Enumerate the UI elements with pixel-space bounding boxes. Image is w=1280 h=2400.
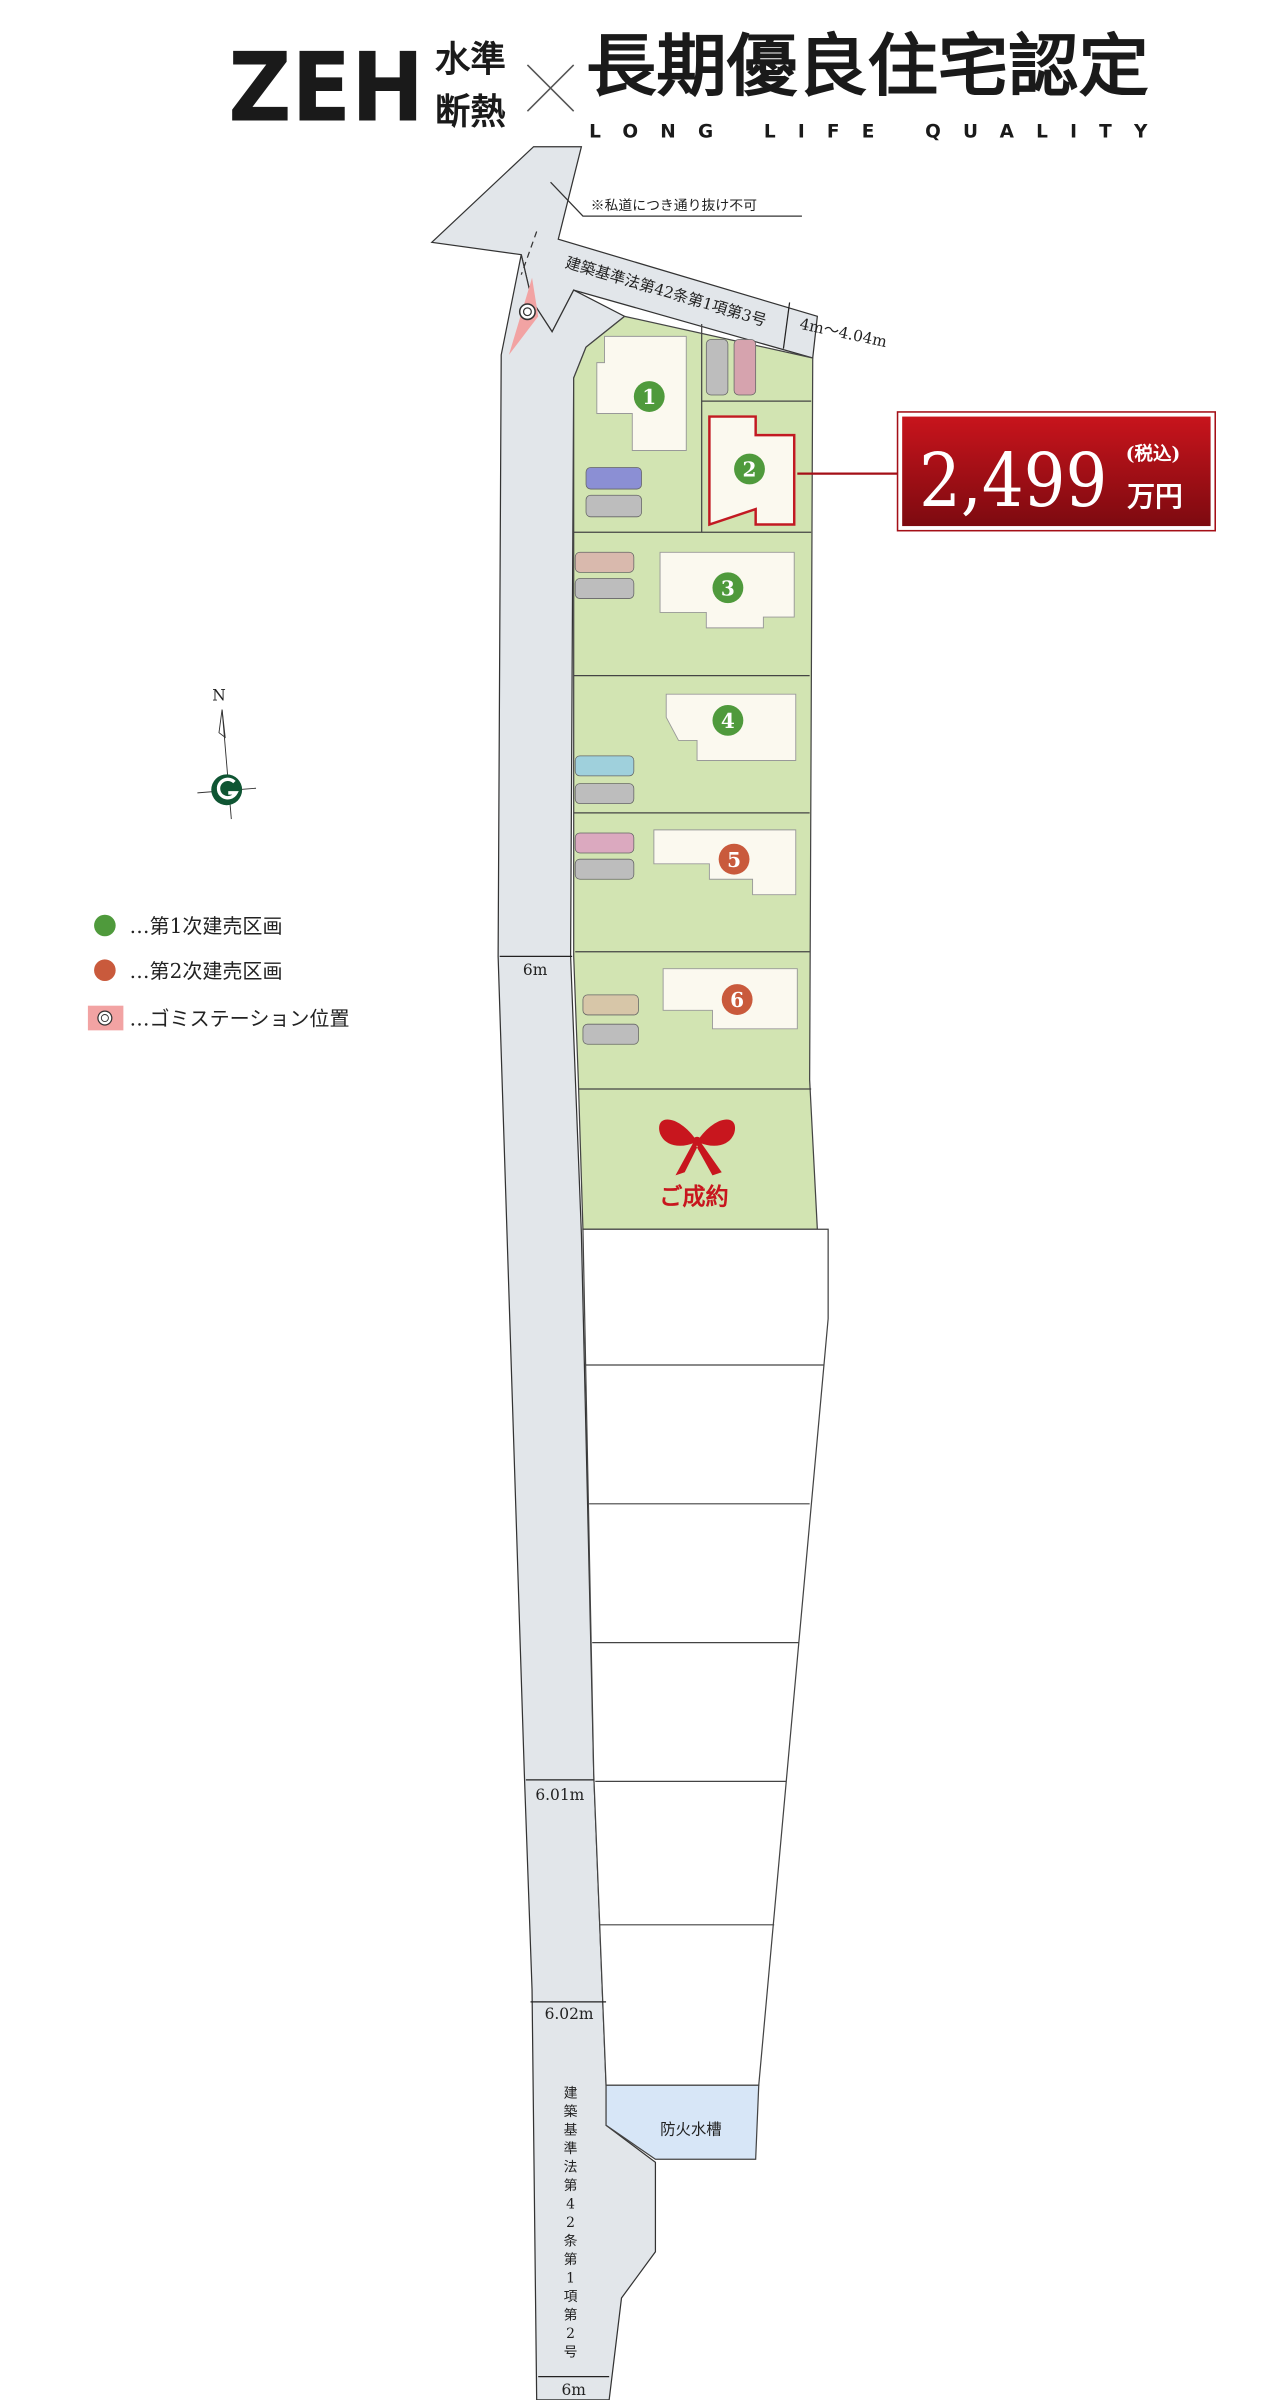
garbage-station-icon-inner: [522, 307, 532, 317]
header-subtitle: LONG LIFE QUALITY: [589, 121, 1148, 142]
west-road-char: 第: [564, 2251, 578, 2268]
car: [582, 1023, 639, 1045]
car: [585, 494, 642, 518]
lot-2[interactable]: 2: [734, 453, 765, 485]
zeh-sub-1: 水準: [435, 39, 506, 80]
note-leader-line: [550, 181, 802, 217]
legend-garbage-circle: [97, 1010, 113, 1026]
road-width-1: 6m: [523, 961, 548, 979]
garbage-station-icon: [518, 303, 536, 321]
header-title: 長期優良住宅認定: [586, 28, 1149, 107]
lot-number: 5: [727, 848, 741, 872]
lot-1[interactable]: 1: [633, 381, 665, 412]
legend-phase2: …第2次建売区画: [130, 959, 283, 983]
sold-label: ご成約: [659, 1184, 728, 1211]
west-road-char: 2: [566, 2215, 575, 2231]
car: [582, 994, 639, 1016]
car: [574, 858, 635, 880]
lot-5[interactable]: 5: [718, 843, 750, 875]
west-road-char: 4: [566, 2197, 575, 2213]
lot-number: 3: [721, 576, 735, 600]
car: [585, 467, 642, 490]
future-lot-dividers: [586, 1364, 824, 1926]
car: [705, 339, 729, 396]
lot-number: 1: [642, 385, 656, 409]
road-width-4: 6m: [561, 2381, 586, 2399]
car: [574, 755, 635, 777]
compass-icon: N: [197, 686, 257, 820]
west-road-label: 建 築 基 準 法 第 4 2 条 第 1 項 第 2 号: [564, 2086, 578, 2361]
legend-garbage-circle-inner: [100, 1014, 109, 1023]
west-road-char: 準: [564, 2141, 578, 2157]
legend-phase1-dot: [94, 914, 116, 937]
west-road-char: 1: [566, 2271, 575, 2287]
legend: …第1次建売区画 …第2次建売区画 …ゴミステーション位置: [87, 914, 350, 1031]
lot-number: 2: [743, 458, 757, 482]
future-lots: [582, 1228, 829, 2086]
west-road-char: 号: [564, 2345, 578, 2361]
header-logo: ZEH 水準 断熱 長期優良住宅認定 LONG LIFE QUALITY: [228, 28, 1149, 144]
road-width-2: 6.01m: [535, 1786, 584, 1804]
lot-dividers: [573, 324, 812, 1090]
zeh-sub-2: 断熱: [435, 92, 506, 133]
cars: [574, 339, 757, 1045]
fire-tank-area: [605, 2084, 760, 2160]
west-road-char: 基: [564, 2122, 578, 2139]
times-sign-2: [526, 64, 575, 112]
price-tax: (税込): [1126, 443, 1181, 465]
legend-garbage: …ゴミステーション位置: [130, 1007, 350, 1031]
north-road-dim-arrow: [782, 302, 791, 349]
west-road-char: 項: [564, 2289, 578, 2305]
fire-tank-label: 防火水槽: [660, 2121, 722, 2139]
car: [733, 339, 757, 396]
dashed-boundary: [520, 231, 538, 275]
west-road-char: 築: [564, 2104, 578, 2120]
west-road-char: 第: [564, 2307, 578, 2324]
west-road-char: 条: [564, 2233, 578, 2250]
dimension-lines: [499, 955, 610, 2378]
price-amount: 2,499: [919, 438, 1107, 524]
west-road-char: 建: [564, 2086, 578, 2102]
compass-logo-mark: [216, 777, 239, 800]
west-road-char: 法: [564, 2160, 578, 2176]
zeh-text: ZEH: [228, 31, 424, 143]
west-road-char: 2: [566, 2326, 575, 2342]
car: [574, 832, 635, 854]
lot-number: 6: [730, 988, 744, 1012]
car: [574, 783, 635, 805]
car: [574, 578, 635, 599]
price-unit: 万円: [1127, 480, 1183, 513]
price-tag: 2,499 (税込) 万円: [896, 411, 1216, 532]
compass-north: N: [212, 686, 225, 704]
sold-ribbon-icon: [659, 1119, 736, 1176]
private-road-note: ※私道につき通り抜け不可: [591, 198, 757, 214]
road-width-3: 6.02m: [545, 2005, 594, 2023]
legend-phase1: …第1次建売区画: [130, 914, 283, 938]
lot-3[interactable]: 3: [712, 572, 744, 604]
car: [574, 551, 635, 573]
legend-phase2-dot: [94, 959, 116, 982]
lot-markers: 1 2 3 4 5 6: [633, 381, 765, 1015]
west-road-char: 第: [564, 2177, 578, 2194]
lot-6[interactable]: 6: [721, 984, 753, 1015]
lot-4[interactable]: 4: [712, 704, 744, 736]
lot-number: 4: [721, 709, 735, 733]
